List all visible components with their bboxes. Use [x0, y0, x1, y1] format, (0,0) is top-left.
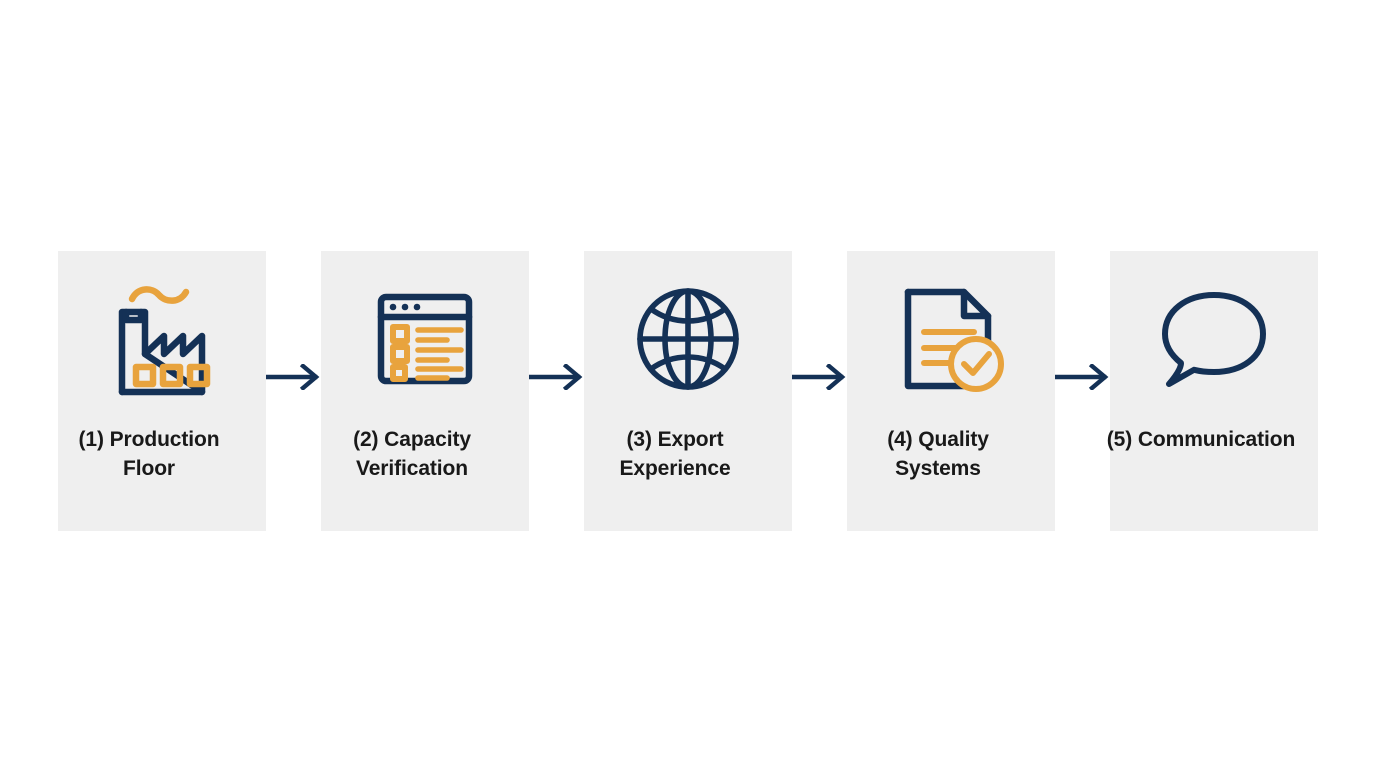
document-check-icon [847, 251, 1055, 426]
flow-step-communication[interactable]: (5) Communication [1107, 251, 1318, 531]
flow-connector-2 [529, 251, 584, 531]
flow-connector-4 [1055, 251, 1110, 531]
arrow-right-icon [266, 364, 320, 390]
speech-bubble-icon [1110, 251, 1318, 426]
factory-icon [58, 251, 266, 426]
flow-step-label: (5) Communication [1106, 428, 1296, 451]
flow-step-label: (1) Production Floor [78, 428, 220, 480]
flow-step-quality-systems[interactable]: (4) Quality Systems [847, 251, 1055, 531]
browser-checklist-icon [321, 251, 529, 426]
flow-step-label: (3) Export Experience [619, 428, 731, 480]
flow-step-export-experience[interactable]: (3) Export Experience [584, 251, 792, 531]
arrow-right-icon [792, 364, 846, 390]
flow-step-label: (2) Capacity Verification [353, 428, 471, 480]
globe-icon [584, 251, 792, 426]
flow-connector-1 [266, 251, 321, 531]
arrow-right-icon [1055, 364, 1109, 390]
flow-step-label: (4) Quality Systems [887, 428, 989, 480]
flow-connector-3 [792, 251, 847, 531]
arrow-right-icon [529, 364, 583, 390]
process-flow-diagram: (1) Production Floor [0, 251, 1376, 531]
flow-step-capacity-verification[interactable]: (2) Capacity Verification [321, 251, 529, 531]
flow-step-production-floor[interactable]: (1) Production Floor [58, 251, 266, 531]
